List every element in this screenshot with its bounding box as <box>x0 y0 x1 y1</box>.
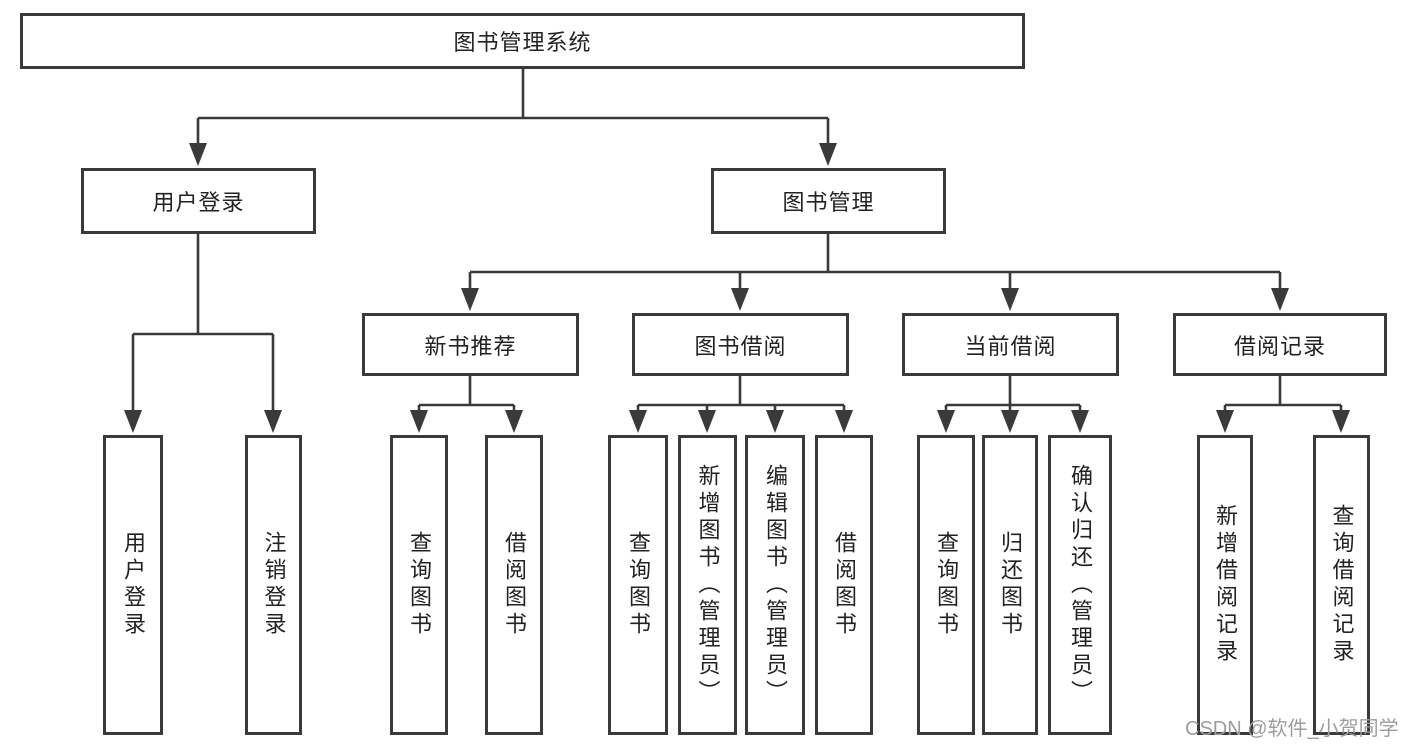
leaf-logout: 注销登录 <box>245 435 302 735</box>
node-new-book-recommendation: 新书推荐 <box>362 313 579 376</box>
leaf-query-books-recommend: 查询图书 <box>390 435 448 735</box>
leaf-edit-books-admin: 编辑图书（管理员） <box>745 435 805 735</box>
leaf-borrow-books: 借阅图书 <box>815 435 873 735</box>
leaf-return-books: 归还图书 <box>982 435 1038 735</box>
leaf-query-borrow-record: 查询借阅记录 <box>1313 435 1370 735</box>
leaf-query-books-borrow: 查询图书 <box>608 435 668 735</box>
leaf-user-login: 用户登录 <box>103 435 163 735</box>
node-book-borrowing: 图书借阅 <box>632 313 849 376</box>
csdn-watermark: CSDN @软件_小贺同学 <box>1185 718 1399 740</box>
node-borrowing-records: 借阅记录 <box>1173 313 1387 376</box>
leaf-borrow-books-recommend: 借阅图书 <box>485 435 543 735</box>
node-book-management: 图书管理 <box>711 168 946 234</box>
leaf-add-books-admin: 新增图书（管理员） <box>678 435 737 735</box>
node-user-login: 用户登录 <box>81 168 316 234</box>
node-current-borrowing: 当前借阅 <box>902 313 1119 376</box>
leaf-add-borrow-record: 新增借阅记录 <box>1197 435 1253 735</box>
leaf-confirm-return-admin: 确认归还（管理员） <box>1048 435 1112 735</box>
leaf-query-books-current: 查询图书 <box>917 435 975 735</box>
node-root-system: 图书管理系统 <box>20 13 1025 69</box>
